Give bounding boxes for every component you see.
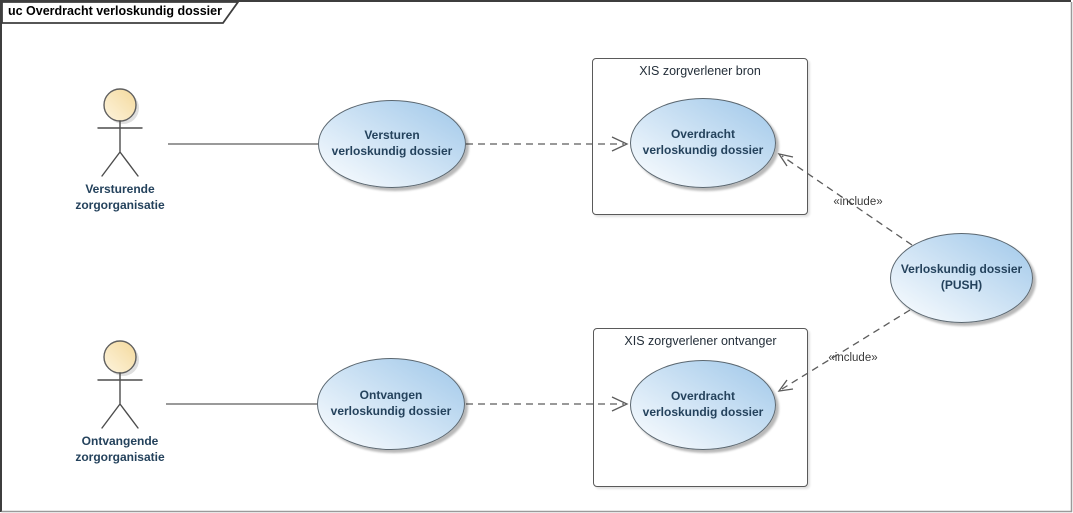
actor-versturende-figure[interactable] — [97, 88, 143, 177]
actor-ontvangende-label: Ontvangende zorgorganisatie — [75, 434, 165, 465]
use-case-overdracht-ontvanger[interactable]: Overdracht verloskundig dossier — [630, 360, 776, 450]
system-boundary-title: XIS zorgverlener ontvanger — [624, 334, 777, 348]
frame-title-tab — [1, 1, 240, 24]
actor-body — [97, 372, 143, 429]
use-case-ontvangen[interactable]: Ontvangen verloskundig dossier — [317, 358, 465, 450]
include-label-2: «include» — [828, 352, 878, 364]
include-push-overdracht-ontvanger — [781, 309, 911, 390]
use-case-label: Verloskundig dossier (PUSH) — [900, 262, 1023, 292]
actor-head — [103, 340, 137, 374]
actor-head — [103, 88, 137, 122]
use-case-overdracht-bron[interactable]: Overdracht verloskundig dossier — [630, 98, 776, 188]
arrowhead — [777, 379, 794, 392]
arrowhead — [611, 136, 629, 152]
use-case-label: Versturen verloskundig dossier — [331, 128, 453, 158]
use-case-label: Overdracht verloskundig dossier — [642, 389, 764, 419]
frame-title: uc Overdracht verloskundig dossier — [8, 4, 222, 18]
arrowhead — [611, 396, 629, 412]
include-push-overdracht-bron — [781, 155, 913, 246]
system-boundary-title: XIS zorgverlener bron — [639, 64, 761, 78]
use-case-verloskundig-dossier-push[interactable]: Verloskundig dossier (PUSH) — [890, 233, 1033, 323]
use-case-label: Ontvangen verloskundig dossier — [330, 388, 452, 418]
actor-versturende-label: Versturende zorgorganisatie — [75, 182, 165, 213]
use-case-label: Overdracht verloskundig dossier — [642, 127, 764, 157]
actor-ontvangende-figure[interactable] — [97, 340, 143, 429]
actor-body — [97, 120, 143, 177]
arrowhead — [777, 153, 794, 167]
use-case-versturen[interactable]: Versturen verloskundig dossier — [318, 100, 466, 188]
include-label-1: «include» — [833, 196, 883, 208]
